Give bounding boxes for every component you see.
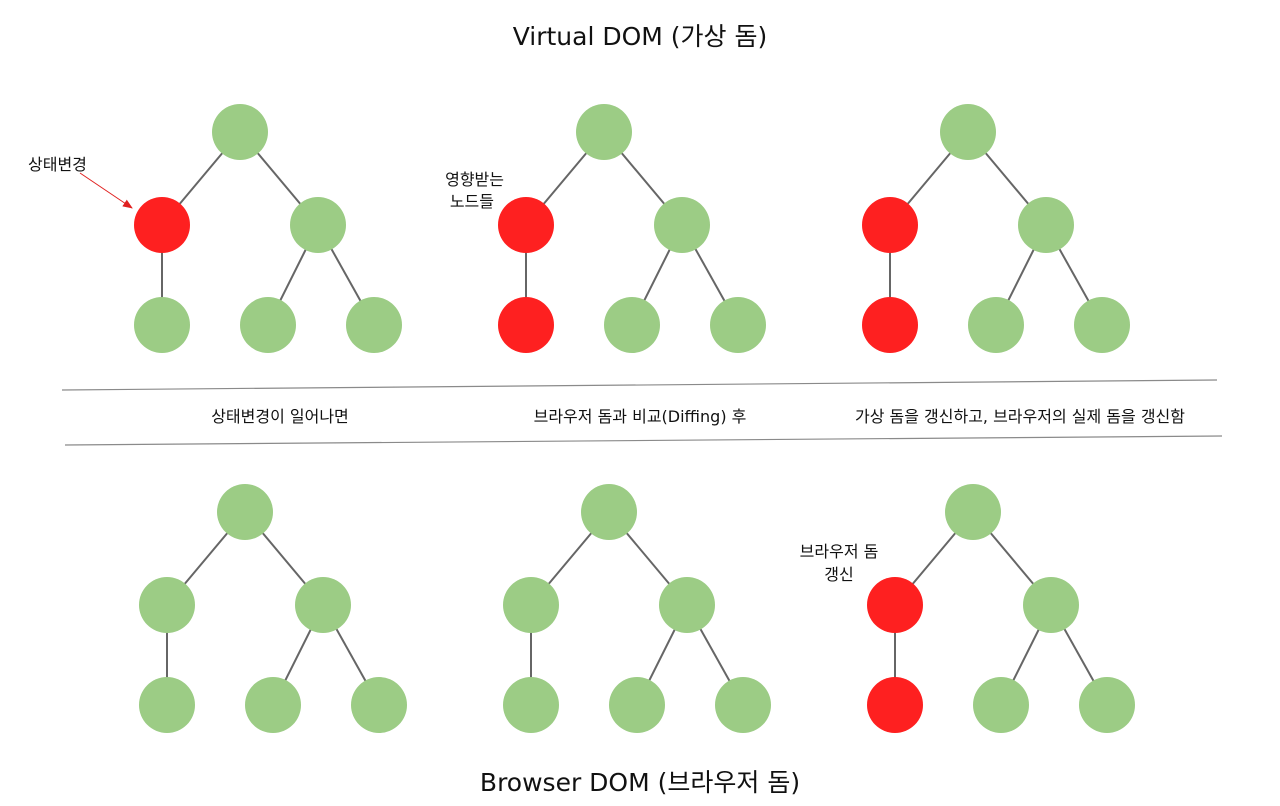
virtual-3-node-right-child [1018, 197, 1074, 253]
virtual-2-node-right-child [654, 197, 710, 253]
virtual-2-node-root [576, 104, 632, 160]
browser-3-node-left-child-changed [867, 577, 923, 633]
browser-dom-title: Browser DOM (브라우저 돔) [479, 768, 801, 797]
browser-3-node-right-left-grandchild [973, 677, 1029, 733]
caption-step-1: 상태변경이 일어나면 [211, 407, 349, 426]
virtual-3-node-left-child-changed [862, 197, 918, 253]
browser-2-node-right-child [659, 577, 715, 633]
virtual-1-node-left-child-changed [134, 197, 190, 253]
virtual-3-node-root [940, 104, 996, 160]
affected-nodes-label-line1: 영향받는 [445, 170, 504, 189]
browser-1-node-left-grandchild [139, 677, 195, 733]
browser-update-label-line2: 갱신 [824, 565, 854, 584]
virtual-2-node-right-left-grandchild [604, 297, 660, 353]
virtual-2-node-left-grandchild-changed [498, 297, 554, 353]
browser-1-node-right-right-grandchild [351, 677, 407, 733]
virtual-3-node-left-grandchild-changed [862, 297, 918, 353]
browser-2-node-root [581, 484, 637, 540]
affected-nodes-label-line2: 노드들 [449, 192, 494, 211]
virtual-2-node-right-right-grandchild [710, 297, 766, 353]
virtual-2-node-left-child-changed [498, 197, 554, 253]
caption-step-3: 가상 돔을 갱신하고, 브라우저의 실제 돔을 갱신함 [854, 407, 1185, 426]
state-change-label: 상태변경 [28, 155, 87, 174]
browser-3-node-right-child [1023, 577, 1079, 633]
virtual-1-node-right-right-grandchild [346, 297, 402, 353]
divider-bottom [64, 435, 1223, 446]
state-change-arrow [79, 172, 133, 209]
browser-2-node-left-child [503, 577, 559, 633]
browser-1-node-right-child [295, 577, 351, 633]
browser-1-node-root [217, 484, 273, 540]
caption-step-2: 브라우저 돔과 비교(Diffing) 후 [533, 407, 747, 426]
virtual-1-node-root [212, 104, 268, 160]
browser-1-node-left-child [139, 577, 195, 633]
virtual-1-node-right-left-grandchild [240, 297, 296, 353]
browser-3-node-root [945, 484, 1001, 540]
virtual-3-node-right-right-grandchild [1074, 297, 1130, 353]
virtual-dom-title: Virtual DOM (가상 돔) [512, 22, 768, 51]
browser-3-node-left-grandchild-changed [867, 677, 923, 733]
browser-3-node-right-right-grandchild [1079, 677, 1135, 733]
browser-update-label-line1: 브라우저 돔 [799, 542, 879, 561]
browser-2-node-left-grandchild [503, 677, 559, 733]
virtual-1-node-left-grandchild [134, 297, 190, 353]
browser-2-node-right-left-grandchild [609, 677, 665, 733]
divider-top [61, 379, 1218, 391]
virtual-1-node-right-child [290, 197, 346, 253]
browser-1-node-right-left-grandchild [245, 677, 301, 733]
virtual-3-node-right-left-grandchild [968, 297, 1024, 353]
browser-2-node-right-right-grandchild [715, 677, 771, 733]
